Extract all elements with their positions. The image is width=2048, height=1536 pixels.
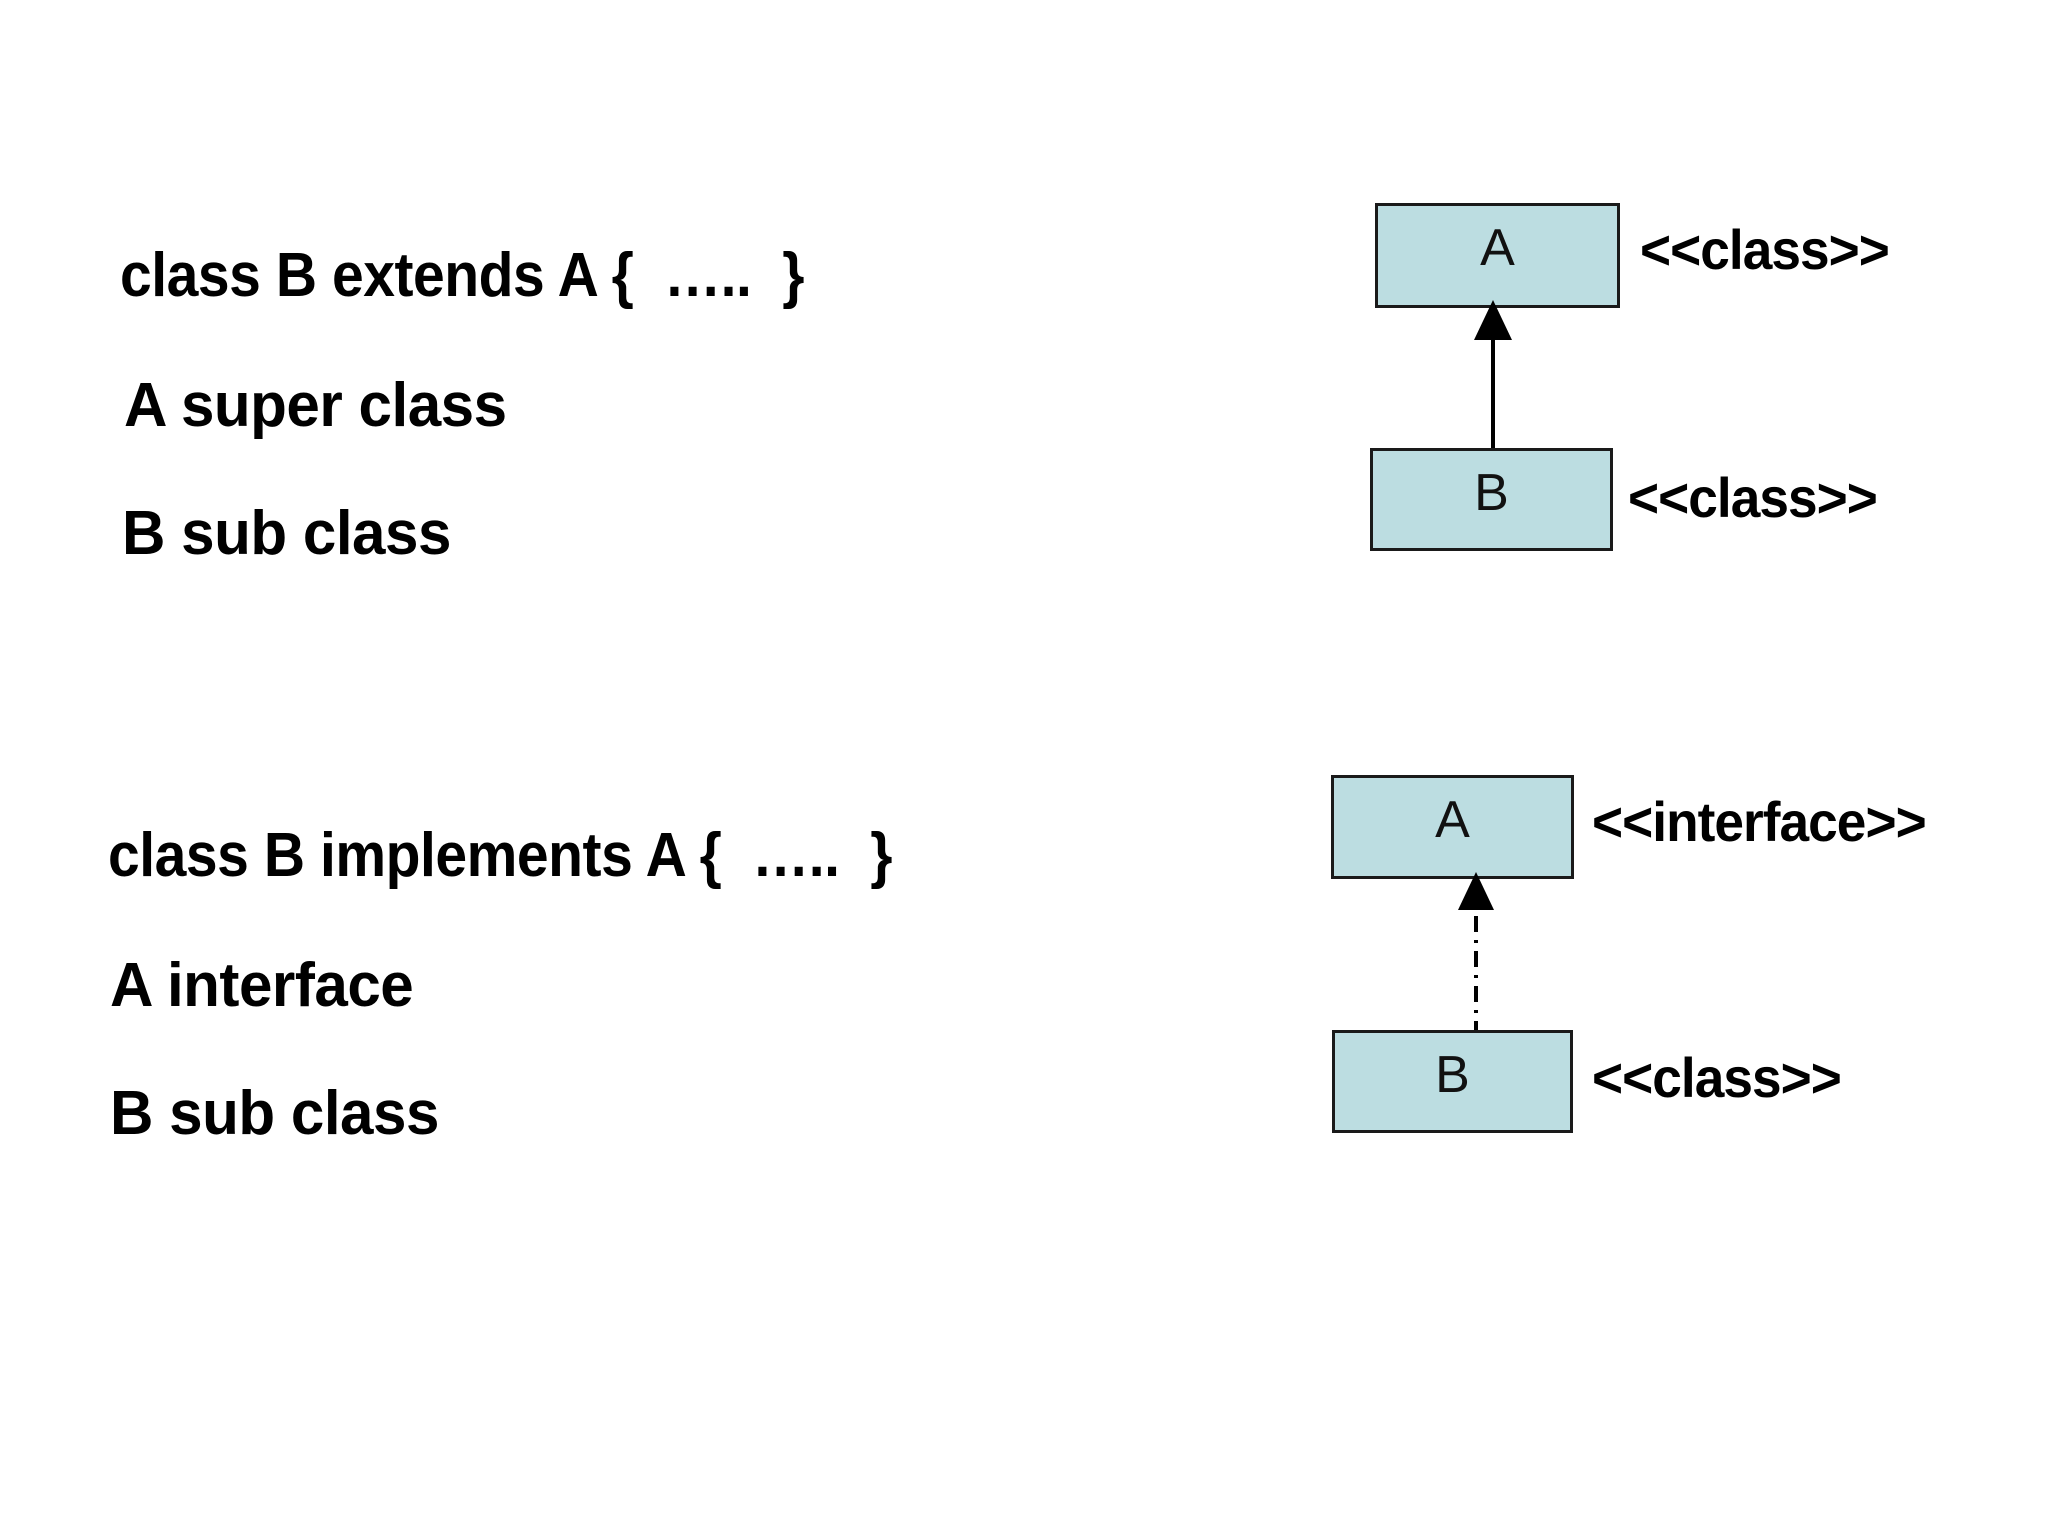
generalization-arrowhead	[1474, 300, 1512, 340]
stereotype-label-b-realization: <<class>>	[1592, 1046, 1842, 1109]
stereotype-label-b-generalization: <<class>>	[1628, 466, 1878, 529]
stereotype-label-a-realization: <<interface>>	[1592, 790, 1927, 853]
uml-class-box-b-realization: B	[1332, 1030, 1573, 1133]
note-b-sub-class-second: B sub class	[110, 1079, 439, 1148]
code-line-class-b-extends-a: class B extends A { ….. }	[120, 241, 804, 310]
note-a-interface: A interface	[110, 951, 414, 1020]
code-line-class-b-implements-a: class B implements A { ….. }	[108, 821, 892, 890]
generalization-arrow-solid	[1474, 300, 1512, 455]
stereotype-label-a-generalization: <<class>>	[1640, 218, 1890, 281]
realization-arrowhead	[1458, 872, 1494, 910]
uml-class-box-b-generalization: B	[1370, 448, 1613, 551]
uml-class-name-b-realization: B	[1435, 1046, 1470, 1104]
note-b-sub-class-first: B sub class	[122, 499, 451, 568]
uml-interface-box-a-realization: A	[1331, 775, 1574, 879]
uml-interface-name-a-realization: A	[1435, 791, 1470, 849]
note-a-super-class: A super class	[124, 371, 507, 440]
realization-arrow-dash-dot	[1458, 872, 1494, 1037]
uml-class-box-a-generalization: A	[1375, 203, 1620, 308]
uml-class-name-b-generalization: B	[1474, 464, 1509, 522]
uml-class-name-a-generalization: A	[1480, 219, 1515, 277]
